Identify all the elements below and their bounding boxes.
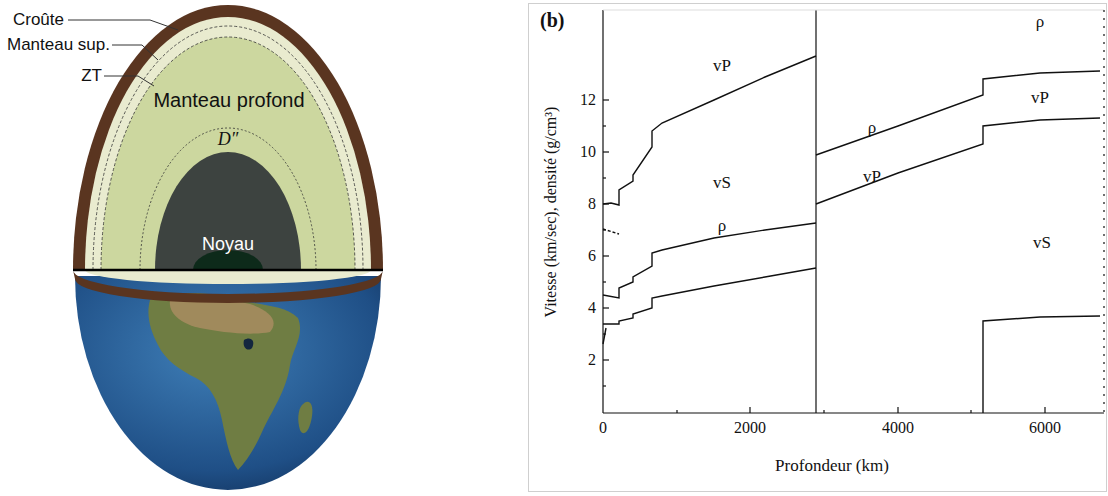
layer-label: ZT xyxy=(81,67,102,86)
curve-label: vP xyxy=(1031,89,1049,108)
tick-label: 6 xyxy=(588,247,596,265)
tick-label: 4000 xyxy=(882,419,914,437)
tick-label: 8 xyxy=(588,195,596,213)
tick-label: 6000 xyxy=(1029,419,1061,437)
curve-label: vS xyxy=(1033,234,1051,253)
tick-label: 2 xyxy=(588,351,596,369)
tick-label: 12 xyxy=(580,91,596,109)
curve-label: ρ xyxy=(1036,13,1044,32)
tick-label: 10 xyxy=(580,143,596,161)
earth-surface xyxy=(75,276,381,490)
curve-label: vS xyxy=(713,174,731,193)
earth-cutaway xyxy=(73,5,383,270)
axis-title: Profondeur (km) xyxy=(775,457,889,476)
curve-label: ρ xyxy=(868,119,876,138)
tick-label: 2000 xyxy=(734,419,766,437)
curve-label: ρ xyxy=(718,217,726,236)
tick-label: 0 xyxy=(599,419,607,437)
layer-label: Manteau profond xyxy=(153,89,304,111)
curve-label: vP xyxy=(713,57,731,76)
axis-title: Vitesse (km/sec), densité (g/cm³) xyxy=(542,107,560,318)
chart xyxy=(529,4,1107,492)
layer-label: Manteau sup. xyxy=(7,36,110,55)
layer-label: Croûte xyxy=(13,11,64,30)
tick-label: 4 xyxy=(588,299,596,317)
layer-label: Noyau xyxy=(202,235,254,255)
layer-label: D″ xyxy=(218,130,239,150)
curve-label: vP xyxy=(863,168,881,187)
panel-letter: (b) xyxy=(540,9,564,31)
